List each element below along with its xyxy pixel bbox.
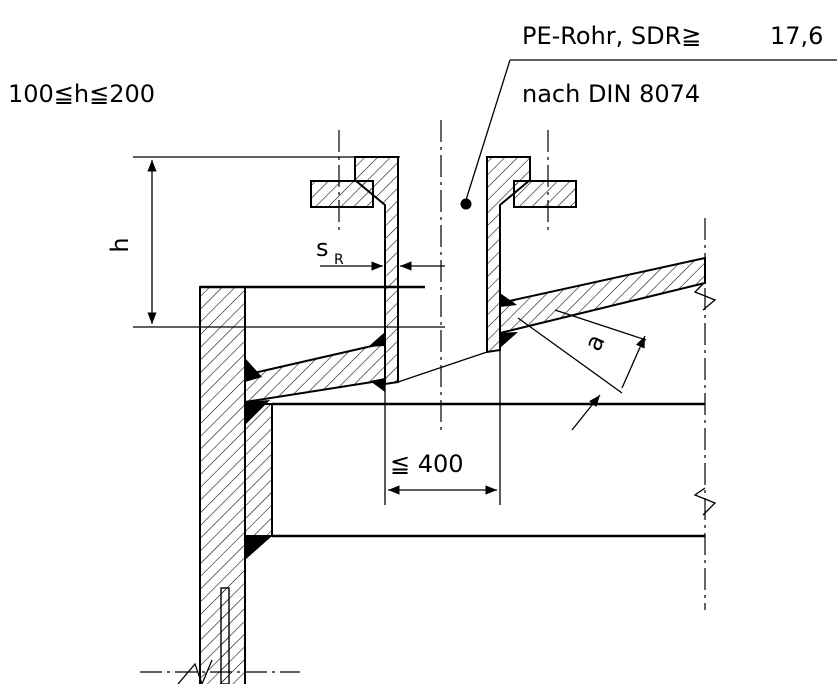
dim-sr-subscript: R (334, 252, 344, 268)
dim-400: ≦ 400 (385, 350, 500, 505)
weld-3 (245, 536, 272, 560)
material-label-line2: nach DIN 8074 (522, 80, 700, 108)
material-sdr-value: 17,6 (770, 22, 823, 50)
dim-a-ext-2 (555, 310, 646, 340)
weld-4 (368, 332, 385, 347)
wall-insert (221, 588, 229, 684)
height-range-label: 100≦h≦200 (8, 80, 155, 108)
dim-a-text: a (579, 330, 611, 355)
plate-right (500, 258, 705, 333)
dim-a: a (518, 310, 646, 430)
dim-sr: s R (316, 234, 445, 268)
dim-h-text: h (106, 237, 134, 252)
flange-right (514, 181, 576, 207)
material-label-line1: PE-Rohr, SDR≧ (522, 22, 701, 50)
dim-a-line-lower (572, 395, 600, 430)
weld-7 (500, 332, 518, 348)
pipe-bottom-edge (398, 352, 487, 382)
dim-sr-text: s (316, 234, 329, 262)
leader-dot (461, 199, 472, 210)
wall-stiffener (245, 404, 272, 536)
flange-left (311, 181, 373, 207)
dim-a-ext-1 (518, 318, 622, 393)
plate-left (245, 343, 385, 402)
sloped-plate (245, 258, 705, 402)
welds (245, 293, 518, 560)
dim-400-text: ≦ 400 (390, 450, 464, 478)
dim-a-line-upper (622, 336, 645, 388)
